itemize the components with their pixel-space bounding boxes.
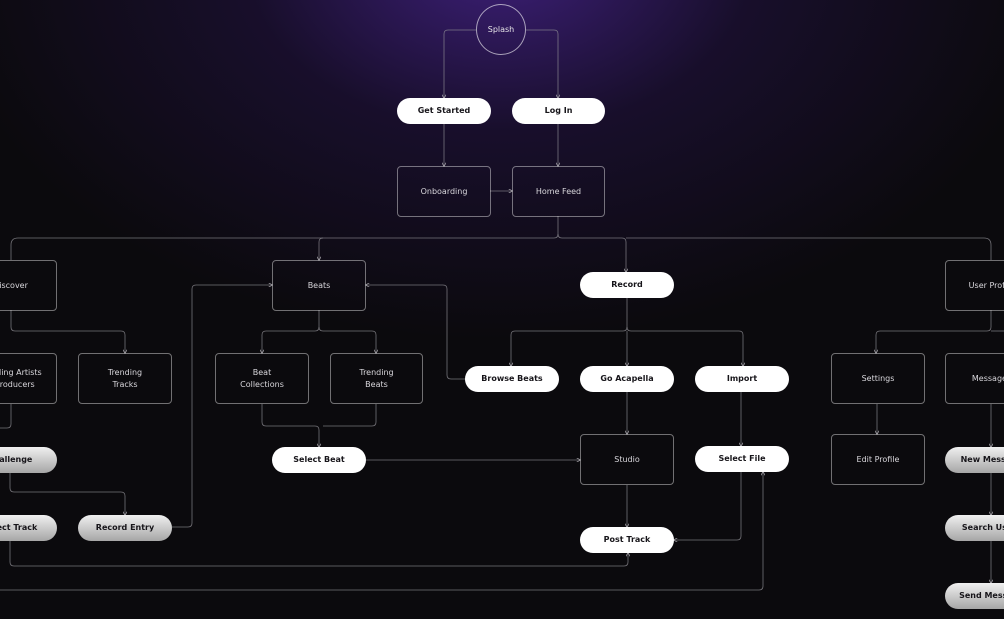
edge-splash-login	[526, 29, 558, 98]
edge-recordentry-beats	[172, 285, 272, 528]
edge-selectfile-posttrack	[674, 472, 742, 540]
edge-record-children	[511, 298, 628, 366]
node-studio[interactable]: Studio	[580, 434, 674, 485]
edge-bottom-loop-1	[9, 540, 628, 567]
node-select-file[interactable]: Select File	[695, 446, 789, 472]
node-go-acapella[interactable]: Go Acapella	[580, 366, 674, 392]
edge-challenge-branch	[9, 472, 125, 515]
node-send-message[interactable]: Send Message	[945, 583, 1004, 609]
node-record[interactable]: Record	[580, 272, 674, 298]
node-user-profile[interactable]: User Profile	[945, 260, 1004, 311]
edge-collections-selectbeat	[261, 404, 319, 447]
node-search-users[interactable]: Search Users	[945, 515, 1004, 541]
edge-bus-right	[626, 237, 992, 260]
edge-beats-trending	[318, 326, 376, 353]
node-log-in[interactable]: Log In	[512, 98, 605, 124]
node-splash[interactable]: Splash	[476, 4, 526, 55]
edge-discover-children	[10, 310, 125, 353]
node-trending-tracks[interactable]: Trending Tracks	[78, 353, 172, 404]
node-settings[interactable]: Settings	[831, 353, 925, 404]
edge-splash-getstarted	[444, 29, 476, 98]
node-post-track[interactable]: Post Track	[580, 527, 674, 553]
node-trending-artists[interactable]: Trending Artists & Producers	[0, 353, 57, 404]
node-select-track[interactable]: Select Track	[0, 515, 57, 541]
edge-bus-left	[10, 233, 559, 260]
edge-browsebeats-beats	[366, 285, 465, 380]
node-import[interactable]: Import	[695, 366, 789, 392]
node-beats[interactable]: Beats	[272, 260, 366, 311]
node-challenge[interactable]: Challenge	[0, 447, 57, 473]
node-select-beat[interactable]: Select Beat	[272, 447, 366, 473]
node-messages[interactable]: Messages	[945, 353, 1004, 404]
node-browse-beats[interactable]: Browse Beats	[465, 366, 559, 392]
node-beat-collections[interactable]: Beat Collections	[215, 353, 309, 404]
node-trending-beats[interactable]: Trending Beats	[330, 353, 423, 404]
node-home-feed[interactable]: Home Feed	[512, 166, 605, 217]
node-edit-profile[interactable]: Edit Profile	[831, 434, 925, 485]
edge-bus-beats	[319, 237, 324, 260]
node-record-entry[interactable]: Record Entry	[78, 515, 172, 541]
edge-trending-selectbeat	[323, 404, 377, 427]
edge-record-import	[626, 326, 743, 366]
node-discover[interactable]: Discover	[0, 260, 57, 311]
edge-beats-children	[262, 310, 320, 353]
node-new-message[interactable]: New Message	[945, 447, 1004, 473]
edge-bottom-loop-2	[0, 472, 763, 591]
edge-profile-children	[876, 310, 992, 353]
edge-homefeed-bus	[557, 216, 626, 272]
node-onboarding[interactable]: Onboarding	[397, 166, 491, 217]
edge-discover-down	[0, 404, 12, 429]
node-get-started[interactable]: Get Started	[397, 98, 491, 124]
